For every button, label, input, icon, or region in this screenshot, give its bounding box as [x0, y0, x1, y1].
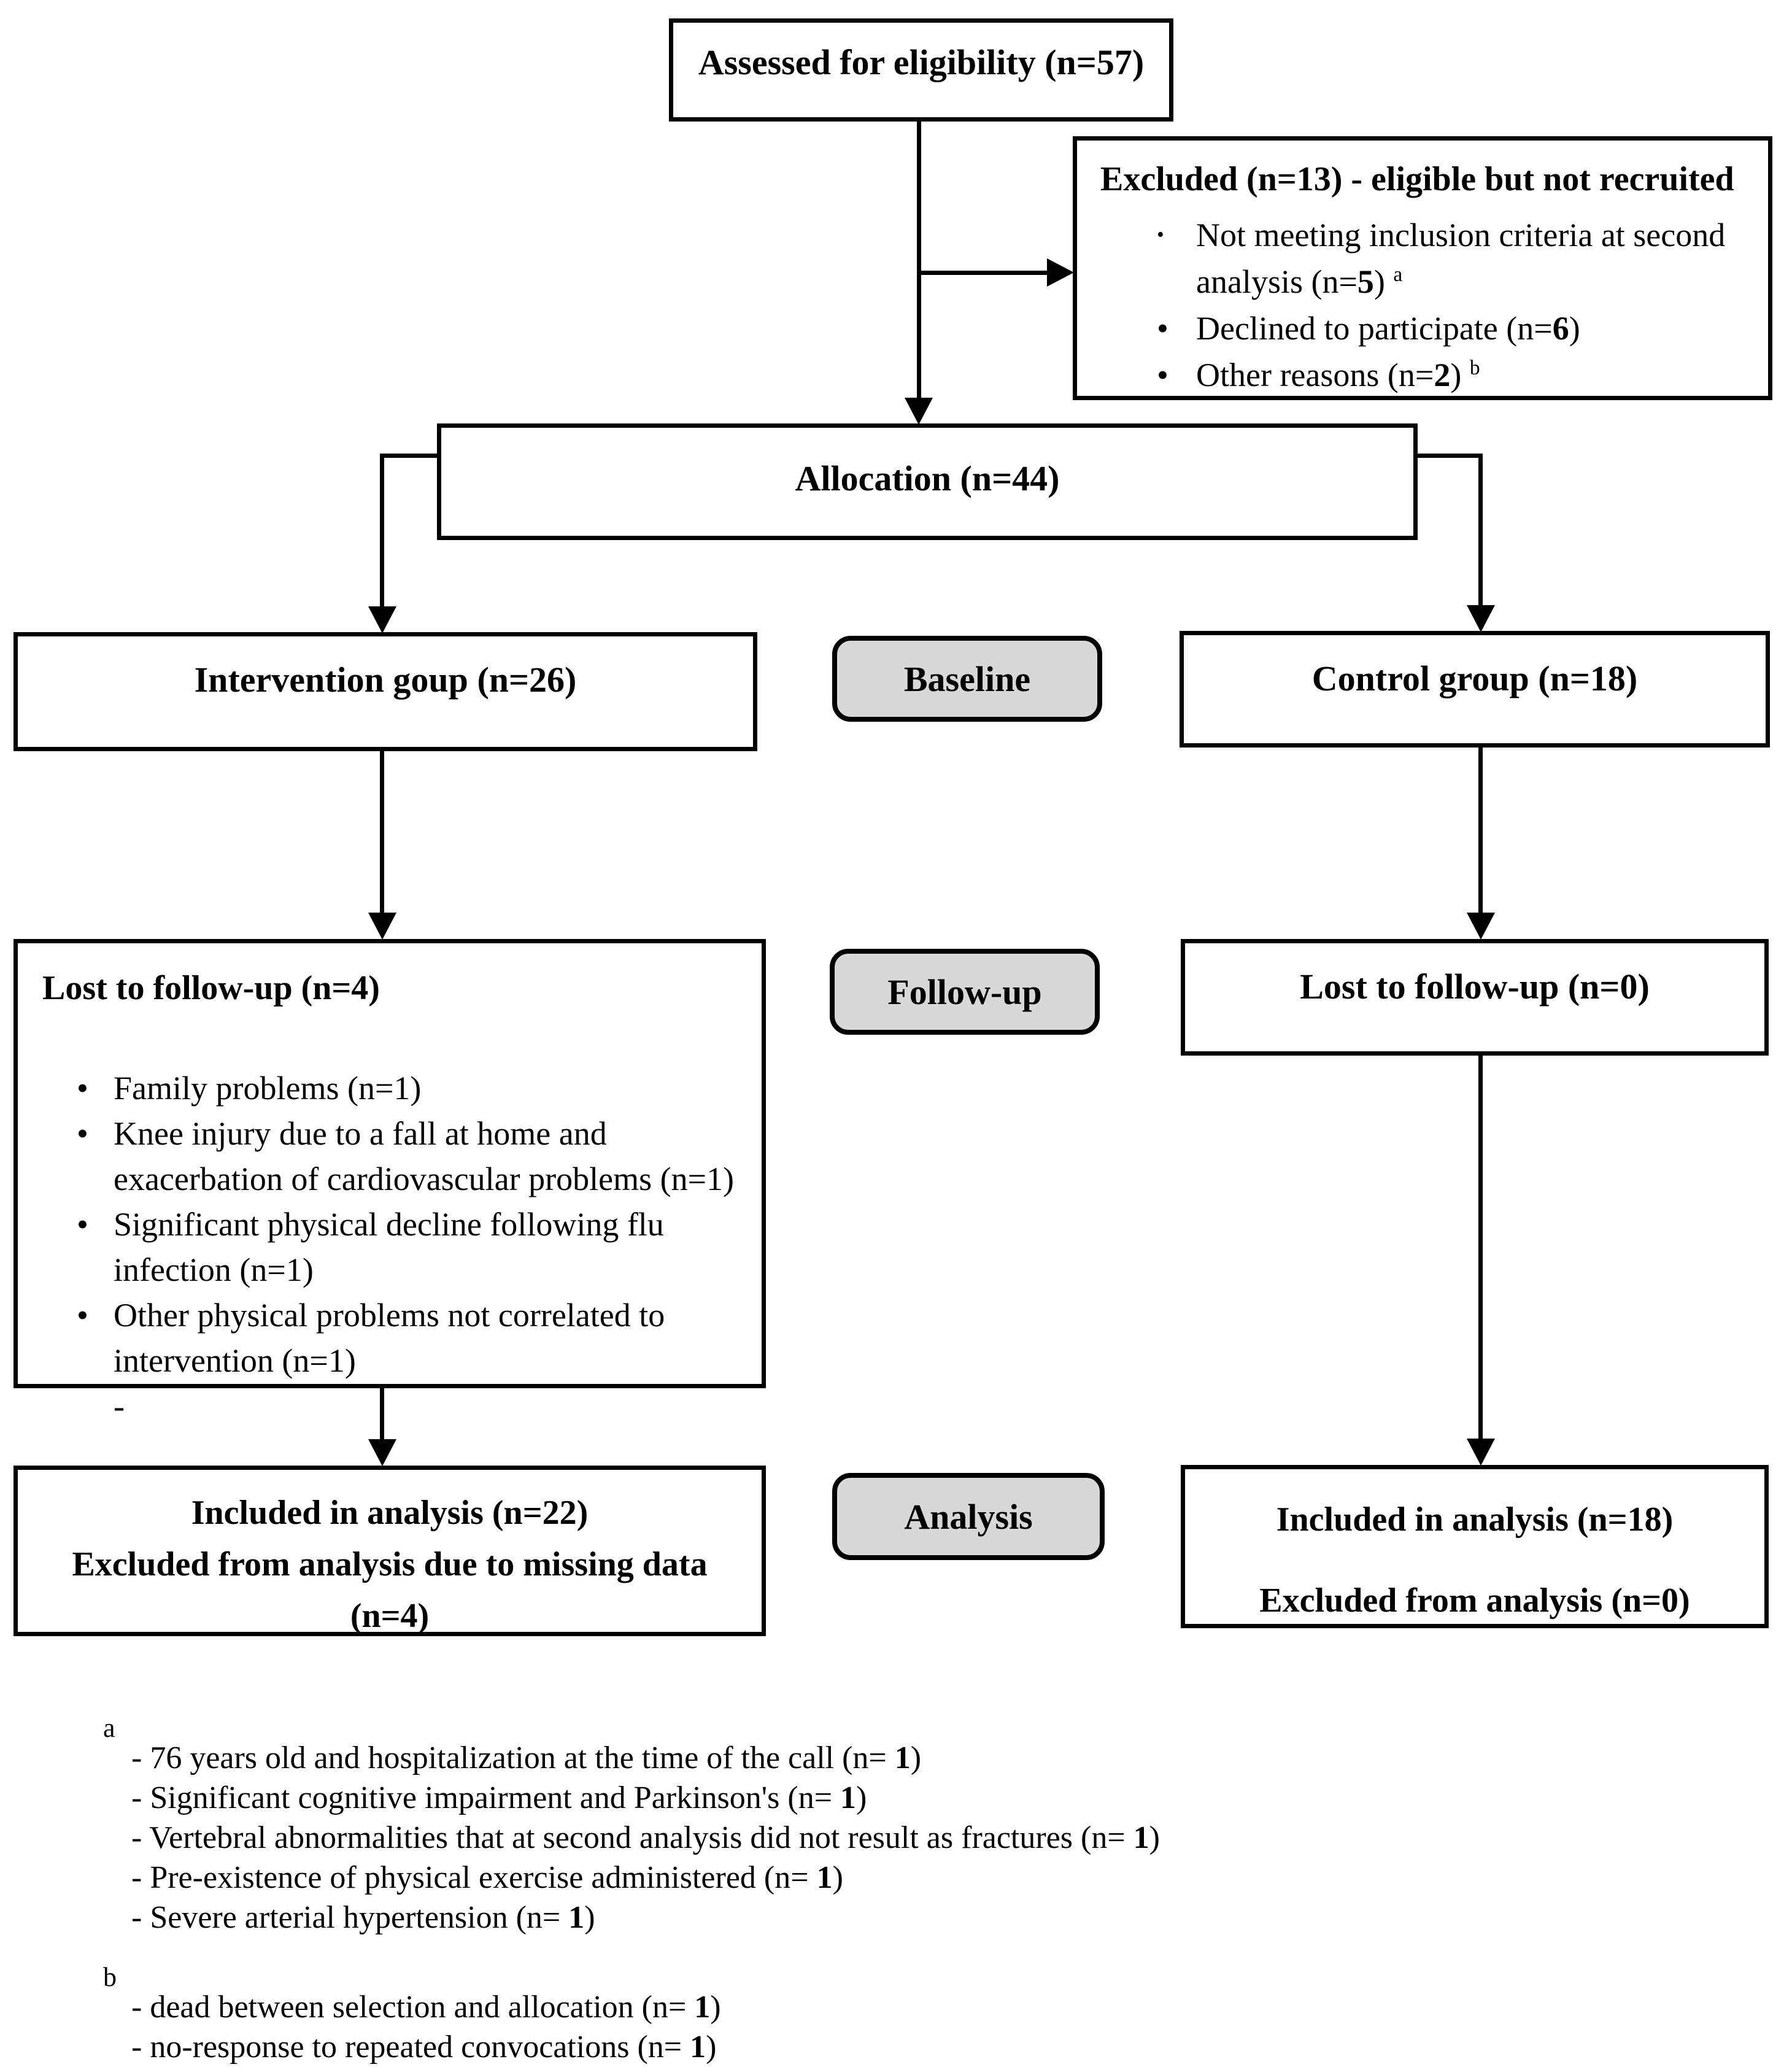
connector-allocation-left-horizontal-line [382, 454, 439, 458]
arrowhead-intervention-icon [368, 606, 396, 633]
list-item-text: - [114, 1388, 125, 1425]
intervention-group-label: Intervention goup (n=26) [194, 660, 577, 700]
bullet-icon [77, 1065, 114, 1111]
bullet-icon [77, 1202, 114, 1292]
bullet-icon [1157, 305, 1196, 352]
lost-followup-intervention-title: Lost to follow-up (n=4) [42, 969, 380, 1007]
bullet-icon [77, 1383, 114, 1429]
allocation-label: Allocation (n=44) [795, 458, 1060, 498]
list-item-text: Included in analysis (n=22) [191, 1494, 589, 1532]
assessed-eligibility-label: Assessed for eligibility (n=57) [698, 42, 1145, 82]
connector-control-to-lost-line [1478, 748, 1483, 913]
list-item-text: Declined to participate (n=6) [1196, 310, 1580, 347]
list-item: - Vertebral abnormalities that at second… [131, 1818, 1420, 1858]
connector-intervention-to-lost-line [380, 750, 384, 913]
excluded-title: Excluded (n=13) - eligible but not recru… [1100, 160, 1734, 198]
list-item: - Significant cognitive impairment and P… [131, 1778, 1420, 1818]
list-item: Excluded from analysis due to missing da… [72, 1539, 707, 1590]
list-item: Declined to participate (n=6) [1100, 305, 1750, 352]
list-item-text: - Significant cognitive impairment and P… [131, 1780, 867, 1815]
connector-allocation-to-intervention-line [380, 454, 384, 608]
list-item-text: - 76 years old and hospitalization at th… [131, 1741, 922, 1775]
list-item: - no-response to repeated convocations (… [131, 2027, 1420, 2067]
list-item: - [42, 1383, 744, 1429]
connector-lost-to-analysis-control-line [1478, 1056, 1483, 1439]
list-item-text: Excluded from analysis due to missing da… [72, 1545, 708, 1583]
footnote-a: a - 76 years old and hospitalization at … [103, 1715, 1420, 1938]
connector-allocation-right-horizontal-line [1416, 454, 1481, 458]
bullet-icon [1157, 352, 1196, 398]
analysis-intervention-box: Included in analysis (n=22) Excluded from… [14, 1466, 766, 1636]
lost-followup-intervention-box: Lost to follow-up (n=4) Family problems … [14, 939, 766, 1424]
list-item-text: Significant physical decline following f… [114, 1206, 664, 1289]
lost-followup-control-box: Lost to follow-up (n=0) [1181, 939, 1769, 1056]
list-item-text: - Severe arterial hypertension (n= 1) [131, 1900, 595, 1935]
list-item: Family problems (n=1) [42, 1065, 744, 1111]
connector-assessed-to-allocation-line [917, 122, 921, 399]
list-item-text: Knee injury due to a fall at home and ex… [114, 1115, 735, 1198]
arrowhead-lost-control-icon [1467, 913, 1495, 940]
footnote-a-list: - 76 years old and hospitalization at th… [131, 1738, 1420, 1938]
connector-lost-to-analysis-intervention-line [380, 1388, 384, 1440]
lost-followup-control-label: Lost to follow-up (n=0) [1300, 967, 1650, 1006]
bullet-icon [77, 1292, 114, 1383]
list-item-text: Other reasons (n=2) b [1196, 357, 1480, 393]
connector-to-excluded-line [919, 271, 1049, 275]
arrowhead-allocation-icon [905, 398, 933, 425]
analysis-stage-box: Analysis [832, 1473, 1105, 1560]
arrowhead-analysis-control-icon [1467, 1439, 1495, 1466]
list-item: Other reasons (n=2) b [1100, 352, 1750, 398]
list-item: Included in analysis (n=22) [191, 1487, 589, 1539]
baseline-stage-label: Baseline [903, 659, 1031, 699]
arrowhead-control-icon [1467, 605, 1495, 632]
excluded-box: Excluded (n=13) - eligible but not recru… [1073, 136, 1772, 400]
baseline-stage-box: Baseline [832, 636, 1102, 722]
bullet-icon [77, 1111, 114, 1202]
list-item: (n=4) [350, 1590, 429, 1642]
list-item: - dead between selection and allocation … [131, 1987, 1420, 2027]
footnote-b-list: - dead between selection and allocation … [131, 1987, 1420, 2067]
list-item: Not meeting inclusion criteria at second… [1100, 212, 1750, 305]
arrowhead-excluded-icon [1047, 258, 1074, 287]
arrowhead-lost-intervention-icon [368, 913, 396, 940]
excluded-list: Not meeting inclusion criteria at second… [1100, 212, 1750, 398]
list-item: Excluded from analysis (n=0) [1259, 1575, 1690, 1626]
followup-stage-box: Follow-up [830, 949, 1100, 1035]
followup-stage-label: Follow-up [887, 972, 1042, 1012]
analysis-stage-label: Analysis [904, 1496, 1033, 1537]
list-item-text: Included in analysis (n=18) [1276, 1501, 1674, 1539]
allocation-box: Allocation (n=44) [437, 423, 1418, 540]
list-item: Knee injury due to a fall at home and ex… [42, 1111, 744, 1202]
list-item: - 76 years old and hospitalization at th… [131, 1738, 1420, 1778]
list-item-text: - Pre-existence of physical exercise adm… [131, 1860, 843, 1895]
list-item-text: Family problems (n=1) [114, 1070, 422, 1107]
list-item: Included in analysis (n=18) [1276, 1494, 1674, 1545]
list-item: Other physical problems not correlated t… [42, 1292, 744, 1383]
list-item-text: (n=4) [350, 1597, 430, 1635]
list-item-text: Excluded from analysis (n=0) [1259, 1582, 1690, 1620]
assessed-eligibility-box: Assessed for eligibility (n=57) [669, 18, 1173, 122]
control-group-box: Control group (n=18) [1180, 631, 1770, 748]
lost-followup-intervention-list: Family problems (n=1) Knee injury due to … [42, 1065, 744, 1429]
connector-allocation-to-control-line [1478, 454, 1483, 606]
intervention-group-box: Intervention goup (n=26) [14, 632, 757, 751]
list-item-text: Not meeting inclusion criteria at second… [1196, 217, 1726, 300]
list-item-text: - Vertebral abnormalities that at second… [131, 1820, 1160, 1855]
arrowhead-analysis-intervention-icon [368, 1439, 396, 1466]
control-group-label: Control group (n=18) [1311, 659, 1638, 698]
list-item: Significant physical decline following f… [42, 1202, 744, 1292]
list-item-text: - no-response to repeated convocations (… [131, 2030, 717, 2065]
list-item-text: - dead between selection and allocation … [131, 1990, 721, 2025]
list-item: - Severe arterial hypertension (n= 1) [131, 1898, 1420, 1938]
bullet-icon [1157, 212, 1196, 305]
list-item: - Pre-existence of physical exercise adm… [131, 1858, 1420, 1898]
footnote-b: b - dead between selection and allocatio… [103, 1964, 1420, 2067]
analysis-control-box: Included in analysis (n=18) Excluded from… [1181, 1465, 1769, 1628]
list-item-text: Other physical problems not correlated t… [114, 1297, 665, 1380]
